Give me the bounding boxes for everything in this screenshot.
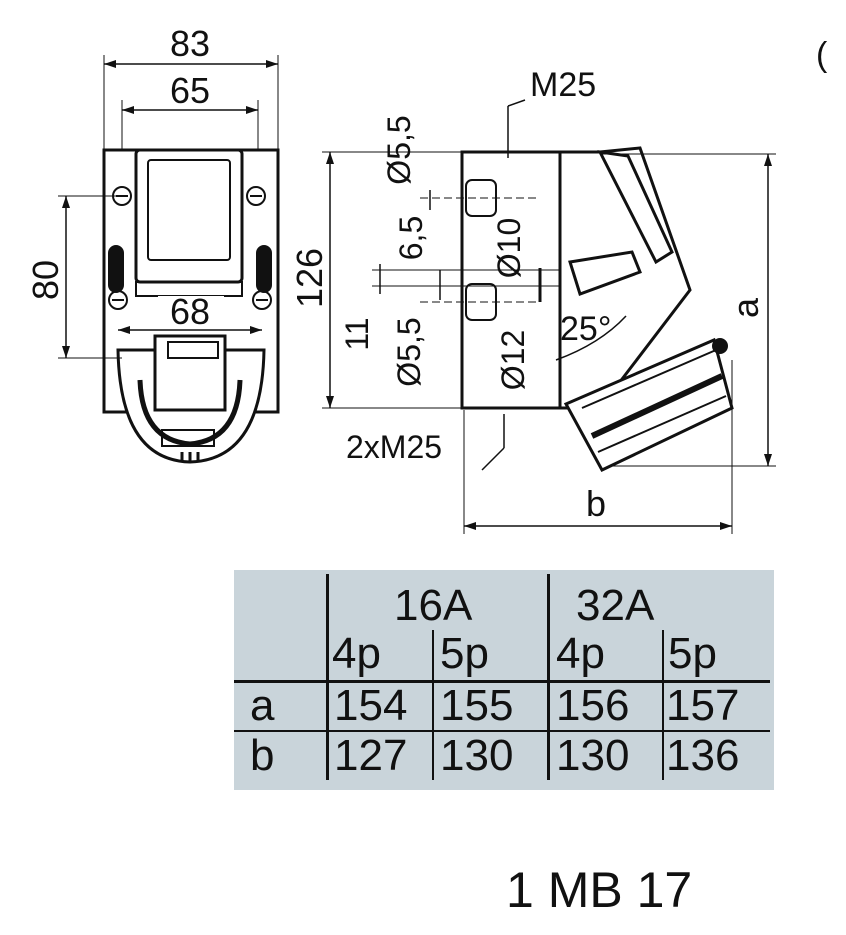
front-view: 83 65 [25,23,330,464]
dim-a-label: a [725,297,766,318]
sub-header: 4p [332,629,381,678]
table-cell: 127 [334,731,408,780]
dim-11-label: 11 [339,317,375,350]
thread-bottom-label: 2xM25 [346,429,442,465]
table-cell: 130 [556,731,630,780]
table-cell: 130 [440,731,514,780]
dim-b-label: b [586,483,606,524]
hole-dia-12-label: Ø12 [495,330,531,390]
thread-top-label: M25 [530,66,596,104]
sub-header: 5p [440,629,489,678]
technical-drawing: 83 65 [25,23,828,534]
sub-header: 5p [668,629,717,678]
table-cell: 155 [440,681,514,730]
dim-126-label: 126 [289,248,330,308]
hole-dia-bottom-label: Ø5,5 [391,317,427,386]
screw-icon [246,186,266,206]
dim-6-5-label: 6,5 [393,216,429,260]
table-cell: 136 [666,731,740,780]
table-cell: 156 [556,681,630,730]
dim-65-label: 65 [170,70,210,111]
group-header-16a: 16A [394,581,473,630]
row-label: a [250,681,275,730]
spec-table: 16A 32A 4p 5p 4p 5p a 154 155 156 157 b … [234,570,774,790]
corner-mark: ( [816,36,828,74]
table-cell: 154 [334,681,408,730]
group-header-32a: 32A [576,581,655,630]
table-cell: 157 [666,681,740,730]
hole-dia-10-label: Ø10 [491,218,527,278]
side-view: M25 Ø5,5 6,5 Ø10 11 Ø5,5 Ø12 25° 2xM25 a… [322,66,776,534]
angle-label: 25° [560,310,611,348]
sub-header: 4p [556,629,605,678]
hole-dia-top-label: Ø5,5 [381,115,417,184]
dim-68-label: 68 [170,291,210,332]
dim-83-label: 83 [170,23,210,64]
row-label: b [250,731,275,780]
dim-80-label: 80 [25,260,66,300]
model-code: 1 MB 17 [506,862,693,918]
